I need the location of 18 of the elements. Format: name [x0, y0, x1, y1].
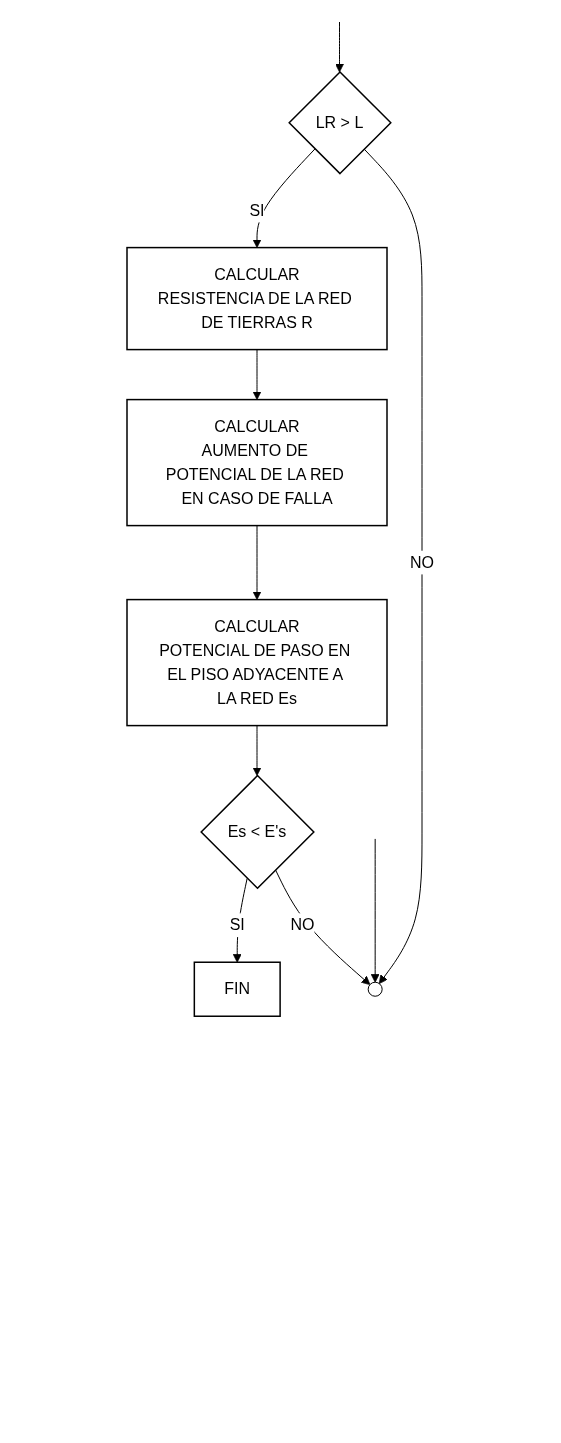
- edge-label: NO: [410, 553, 434, 571]
- arrow: [252, 525, 262, 600]
- node-diamond: Es < E's: [200, 774, 315, 890]
- arrow: [252, 148, 316, 248]
- node-diamond: LR > L: [288, 70, 392, 175]
- edge-label: SI: [229, 916, 245, 934]
- node-box: CALCULAR POTENCIAL DE PASO EN EL PISO ADYACENTE A LA RED Es: [126, 598, 388, 727]
- node-box: FIN: [193, 961, 281, 1017]
- arrow: [370, 838, 380, 983]
- arrow: [252, 349, 262, 400]
- arrow: [274, 869, 371, 985]
- edge-label: SI: [249, 201, 265, 219]
- arrow: [363, 148, 423, 984]
- edge-label: NO: [290, 916, 315, 934]
- arrow: [335, 21, 344, 73]
- arrow: [252, 725, 262, 776]
- node-box: CALCULAR AUMENTO DE POTENCIAL DE LA RED EN CASO DE FALLA: [126, 398, 388, 527]
- node-box: CALCULAR RESISTENCIA DE LA RED DE TIERRAS R: [126, 246, 388, 351]
